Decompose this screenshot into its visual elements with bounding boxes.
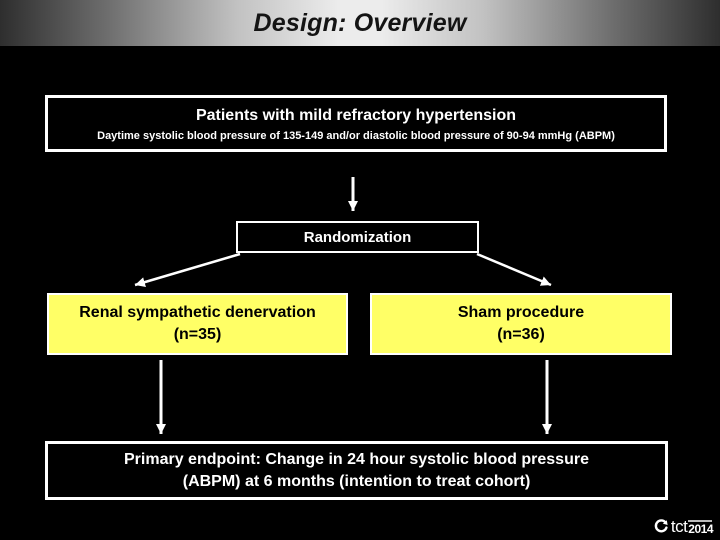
arm-box-sham: Sham procedure (n=36) bbox=[370, 293, 672, 355]
population-subtitle: Daytime systolic blood pressure of 135-1… bbox=[97, 129, 615, 142]
arrow-randomization-to-sham bbox=[476, 252, 552, 287]
arrow-randomization-to-denervation bbox=[134, 252, 241, 287]
arm-box-denervation: Renal sympathetic denervation (n=35) bbox=[47, 293, 348, 355]
endpoint-box: Primary endpoint: Change in 24 hour syst… bbox=[45, 441, 668, 500]
arm-denervation-n: (n=35) bbox=[173, 326, 222, 343]
tct-logo-text: tct bbox=[670, 517, 688, 536]
tct-logo: tct 2014 bbox=[653, 518, 713, 535]
randomization-box: Randomization bbox=[236, 221, 479, 253]
population-box: Patients with mild refractory hypertensi… bbox=[45, 95, 667, 152]
endpoint-line2: (ABPM) at 6 months (intention to treat c… bbox=[182, 472, 531, 490]
tct-logo-rule bbox=[688, 520, 713, 522]
endpoint-line1: Primary endpoint: Change in 24 hour syst… bbox=[124, 450, 589, 468]
arm-sham-label: Sham procedure bbox=[457, 304, 585, 322]
tct-logo-year: 2014 bbox=[688, 522, 713, 536]
slide-title: Design: Overview bbox=[253, 8, 467, 37]
randomization-label: Randomization bbox=[303, 228, 412, 246]
tct-logo-mark-icon bbox=[654, 519, 668, 533]
population-title: Patients with mild refractory hypertensi… bbox=[195, 106, 517, 124]
arm-sham-n: (n=36) bbox=[497, 326, 545, 343]
arm-denervation-label: Renal sympathetic denervation bbox=[79, 304, 316, 322]
slide-header: Design: Overview bbox=[0, 0, 720, 47]
